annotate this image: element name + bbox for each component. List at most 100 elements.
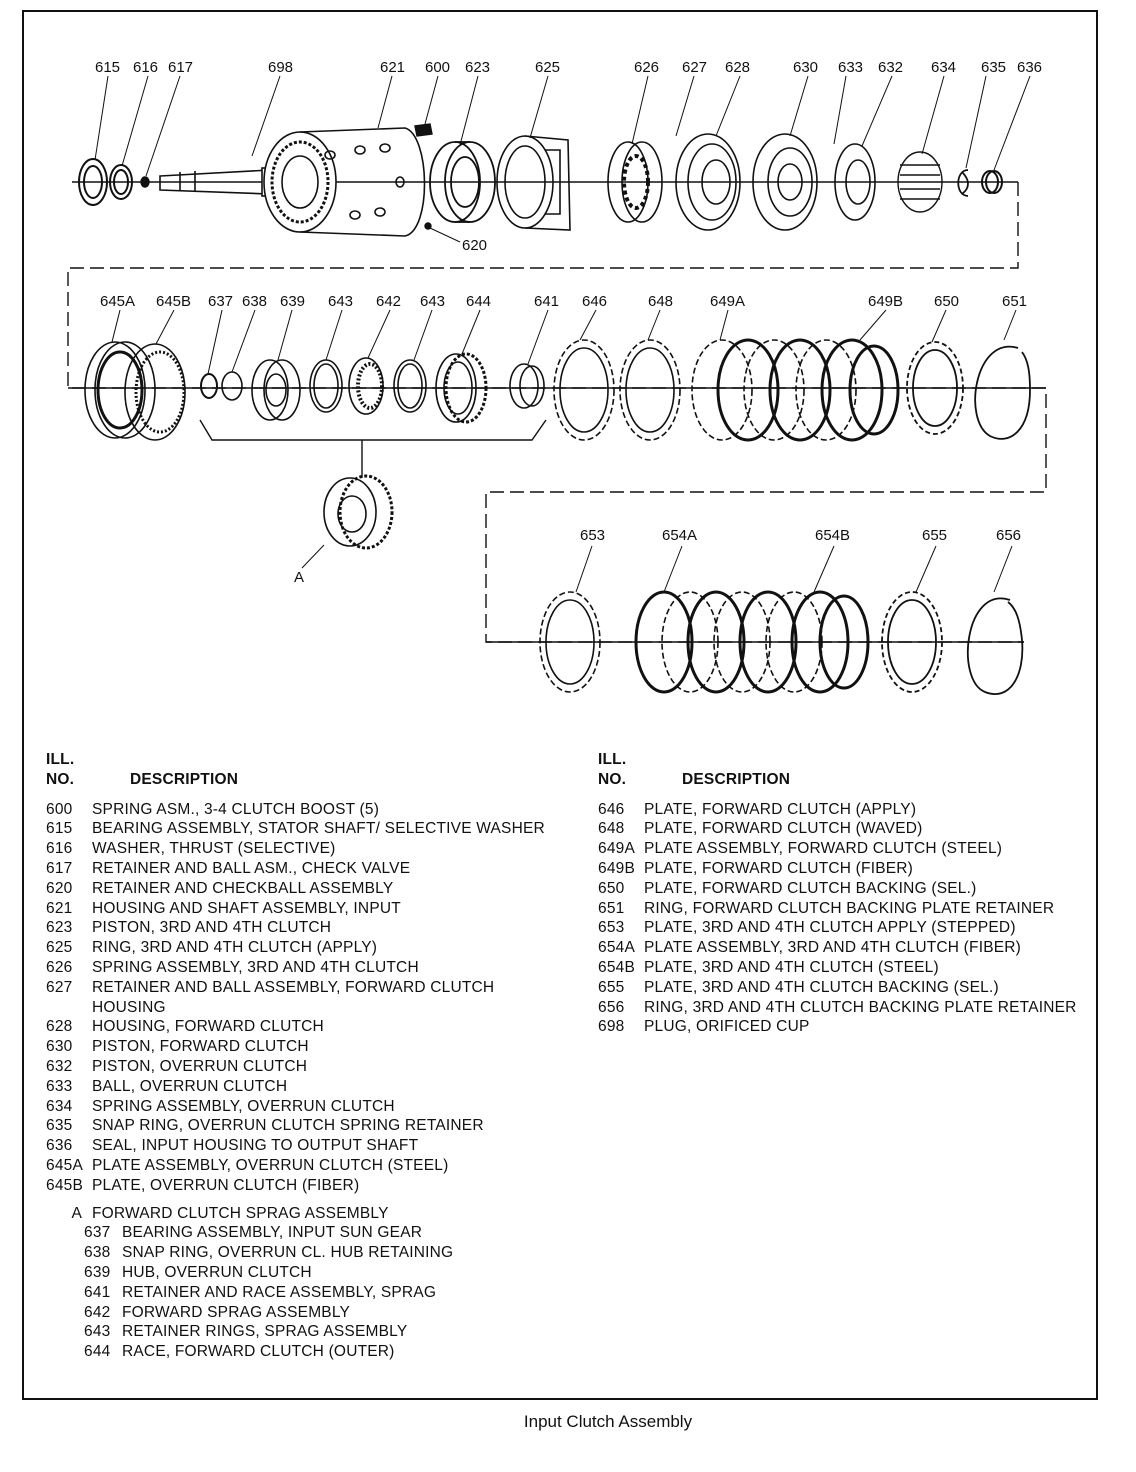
part-645A xyxy=(84,341,156,439)
item-description: SPRING ASSEMBLY, 3RD AND 4TH CLUTCH xyxy=(92,958,419,976)
callout: 615 xyxy=(95,59,120,76)
part-A-sprag-assembly xyxy=(301,474,394,569)
part-634 xyxy=(897,151,943,213)
header-description: DESCRIPTION xyxy=(130,770,239,788)
item-number: 617 xyxy=(46,859,73,877)
item-description: HOUSING, FORWARD CLUTCH xyxy=(92,1018,324,1036)
callout: 639 xyxy=(280,293,305,310)
item-description: SNAP RING, OVERRUN CL. HUB RETAINING xyxy=(122,1244,454,1262)
item-description: PLUG, ORIFICED CUP xyxy=(644,1018,810,1036)
callout: 656 xyxy=(996,527,1021,544)
header-description: DESCRIPTION xyxy=(682,770,791,788)
callout: 637 xyxy=(208,293,233,310)
item-number: 656 xyxy=(598,998,625,1016)
header-ill: ILL. xyxy=(46,751,75,768)
part-625 xyxy=(496,135,571,231)
callout: 600 xyxy=(425,59,450,76)
callout: 633 xyxy=(838,59,863,76)
callouts-row3: 653 654A 654B 655 656 xyxy=(580,527,1021,544)
callout: 635 xyxy=(981,59,1006,76)
item-number: 653 xyxy=(598,919,625,937)
item-number: 634 xyxy=(46,1097,73,1115)
callouts-row2: 645A 645B 637 638 639 643 642 643 644 64… xyxy=(100,293,1027,586)
item-number: 616 xyxy=(46,840,73,858)
callout: 648 xyxy=(648,293,673,310)
callout: A xyxy=(294,569,304,586)
part-636 xyxy=(981,170,1003,194)
item-number: 649A xyxy=(598,840,635,858)
item-description: RACE, FORWARD CLUTCH (OUTER) xyxy=(122,1343,395,1361)
item-number: 650 xyxy=(598,879,625,897)
item-description: SEAL, INPUT HOUSING TO OUTPUT SHAFT xyxy=(92,1137,419,1155)
callout: 655 xyxy=(922,527,947,544)
part-655 xyxy=(881,591,943,693)
callout: 634 xyxy=(931,59,956,76)
callout: 620 xyxy=(462,237,487,254)
item-description: PLATE ASSEMBLY, OVERRUN CLUTCH (STEEL) xyxy=(92,1156,449,1174)
list-item: 638 SNAP RING, OVERRUN CL. HUB RETAINING xyxy=(84,1243,546,1263)
item-number: 615 xyxy=(46,820,73,838)
callout: 646 xyxy=(582,293,607,310)
item-number: 698 xyxy=(598,1018,625,1036)
item-description: PLATE ASSEMBLY, FORWARD CLUTCH (STEEL) xyxy=(644,840,1003,858)
part-643b xyxy=(393,359,427,413)
item-description: BEARING ASSEMBLY, STATOR SHAFT/ SELECTIV… xyxy=(92,820,545,838)
item-description: HOUSING AND SHAFT ASSEMBLY, INPUT xyxy=(92,899,401,917)
callout: 643 xyxy=(420,293,445,310)
item-description: PLATE, FORWARD CLUTCH BACKING (SEL.) xyxy=(644,879,977,897)
item-number: 630 xyxy=(46,1038,73,1056)
part-648 xyxy=(619,339,681,441)
callout: 649A xyxy=(710,293,745,310)
callout: 654A xyxy=(662,527,697,544)
callout: 636 xyxy=(1017,59,1042,76)
part-641 xyxy=(509,363,545,409)
part-615 xyxy=(78,158,108,206)
figure-caption: Input Clutch Assembly xyxy=(523,1412,693,1431)
callout: 645A xyxy=(100,293,135,310)
callout: 643 xyxy=(328,293,353,310)
item-number: 633 xyxy=(46,1077,73,1095)
item-number: 626 xyxy=(46,958,73,976)
callout: 626 xyxy=(634,59,659,76)
item-description: BALL, OVERRUN CLUTCH xyxy=(92,1077,288,1095)
list-item: 650 PLATE, FORWARD CLUTCH BACKING (SEL.) xyxy=(598,879,1088,899)
item-description: PLATE, 3RD AND 4TH CLUTCH APPLY (STEPPED… xyxy=(644,919,1016,937)
figure-frame xyxy=(22,10,1098,1400)
callout: 621 xyxy=(380,59,405,76)
item-description: RETAINER AND RACE ASSEMBLY, SPRAG xyxy=(122,1283,437,1301)
item-number: 638 xyxy=(84,1244,111,1262)
item-number: 621 xyxy=(46,899,73,917)
callout: 616 xyxy=(133,59,158,76)
item-number: 635 xyxy=(46,1117,73,1135)
part-645B xyxy=(124,343,186,441)
item-description: PISTON, FORWARD CLUTCH xyxy=(92,1038,309,1056)
callout: 623 xyxy=(465,59,490,76)
item-number: 600 xyxy=(46,800,73,818)
list-item: 621 HOUSING AND SHAFT ASSEMBLY, INPUT xyxy=(46,899,546,919)
part-644 xyxy=(435,352,488,424)
item-number: 637 xyxy=(84,1224,111,1242)
part-632 xyxy=(834,143,876,221)
part-635 xyxy=(957,169,969,197)
legend-header: ILL. NO. DESCRIPTION xyxy=(598,750,1088,790)
item-number: 625 xyxy=(46,939,73,957)
item-number: 628 xyxy=(46,1018,73,1036)
list-item: A FORWARD CLUTCH SPRAG ASSEMBLY xyxy=(46,1204,546,1224)
